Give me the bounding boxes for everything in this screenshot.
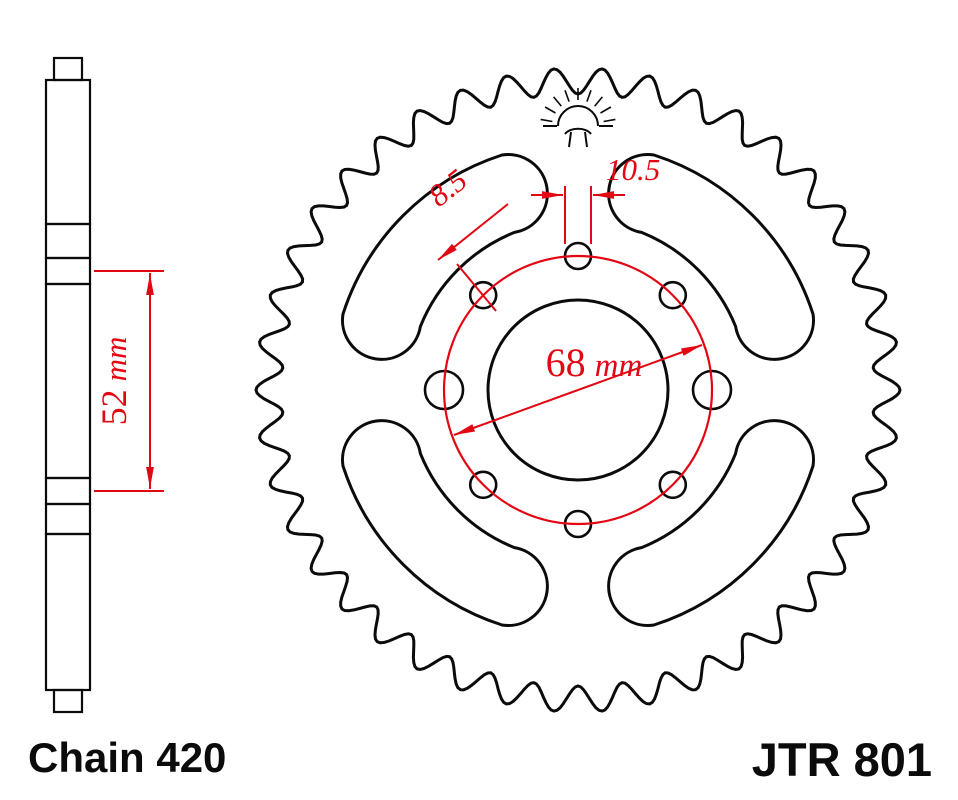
sun-ray-icon: [586, 90, 592, 102]
side-view: [44, 56, 92, 714]
side-view-band: [44, 222, 92, 260]
dimension-10-5: 10.5: [531, 152, 660, 244]
center-bore: [486, 298, 670, 482]
dimension-52mm: 52 mm: [94, 270, 164, 492]
dimension-value: 52: [94, 389, 134, 425]
side-view-top-cap: [52, 56, 84, 82]
sun-ray-icon: [544, 106, 556, 114]
jt-sunrise-logo: [540, 88, 616, 148]
dimension-unit: mm: [98, 337, 133, 382]
side-view-lower-block: [44, 532, 92, 692]
dimension-unit: mm: [595, 348, 643, 384]
sun-ray-icon: [564, 90, 570, 102]
dimension-label-52mm: 52 mm: [94, 337, 134, 426]
model-label: JTR 801: [752, 733, 932, 786]
side-view-band: [44, 502, 92, 536]
arrow-lower-left: [453, 389, 579, 436]
lightening-slot: [341, 419, 549, 627]
sun-ray-icon: [600, 106, 612, 114]
bolt-circle: [442, 254, 714, 526]
sun-rays-icon: [540, 88, 616, 123]
sun-ray-icon: [552, 96, 562, 107]
side-view-hatch-band-lower: [44, 476, 92, 506]
sun-ray-icon: [540, 118, 553, 123]
arrow-upper-right: [577, 344, 703, 391]
side-view-bottom-cap: [52, 688, 84, 714]
sun-ray-icon: [594, 96, 604, 107]
dimension-value: 68: [546, 340, 586, 385]
side-view-upper-block: [44, 78, 92, 226]
side-view-hatch-band-upper: [44, 256, 92, 286]
leader-arrow: [437, 203, 509, 261]
lightening-slot: [607, 419, 815, 627]
dimension-label-10-5: 10.5: [606, 152, 660, 187]
leader-through-hole: [456, 263, 497, 312]
jt-logo-mark-icon: [564, 127, 592, 148]
sprocket-teeth-outline: [254, 67, 902, 713]
side-view-hub: [44, 282, 92, 480]
chain-label: Chain 420: [28, 734, 226, 781]
sun-half-icon: [557, 105, 599, 127]
sun-ray-icon: [603, 118, 616, 123]
